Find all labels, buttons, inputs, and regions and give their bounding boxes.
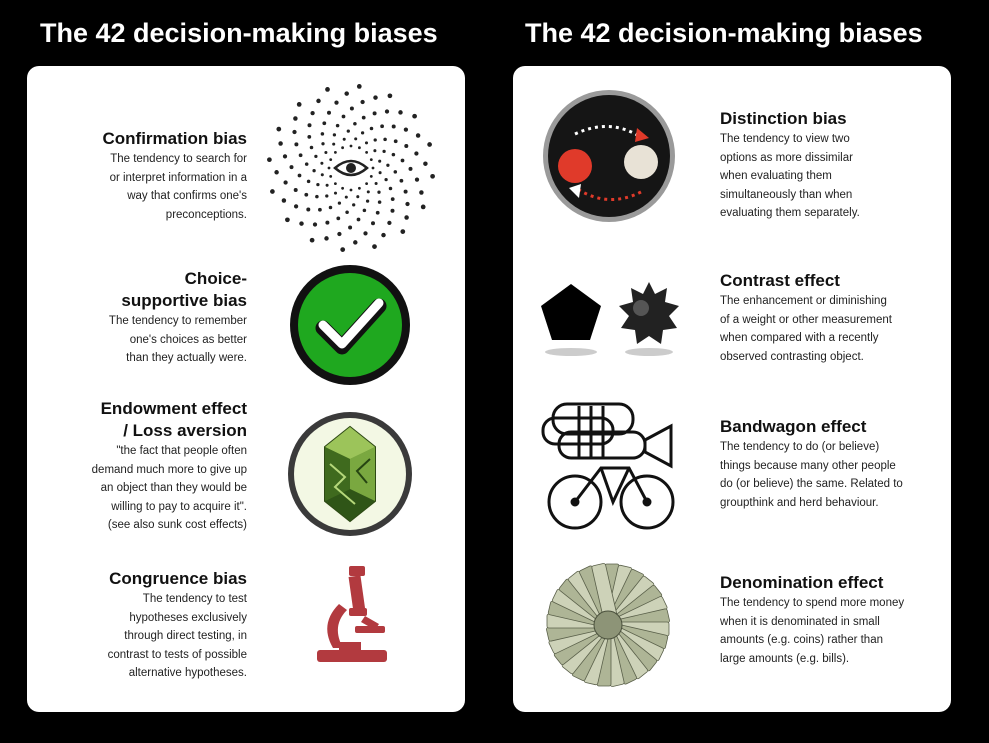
entry-description: The enhancement or diminishing of a weig… <box>720 295 892 363</box>
left-panel-title: The 42 decision-making biases <box>40 18 438 48</box>
bandwagon-effect-entry: Bandwagon effect The tendency to do (or … <box>720 416 945 512</box>
two-circles-swap-icon <box>541 88 677 224</box>
contrast-effect-entry: Contrast effect The enhancement or dimin… <box>720 270 945 366</box>
left-panel: Confirmation bias The tendency to search… <box>27 66 465 712</box>
entry-name: Congruence bias <box>109 569 247 588</box>
entry-name: Choice- supportive bias <box>121 269 247 310</box>
entry-name: Confirmation bias <box>102 129 247 148</box>
endowment-effect-entry: Endowment effect / Loss aversion "the fa… <box>37 398 247 535</box>
entry-name: Distinction bias <box>720 109 847 128</box>
trumpet-bicycle-icon <box>539 396 679 536</box>
entry-name: Contrast effect <box>720 271 840 290</box>
choice-supportive-bias-entry: Choice- supportive bias The tendency to … <box>47 268 247 368</box>
spiral-dots-eye-icon <box>265 82 437 254</box>
banknote-fan-icon <box>543 560 673 690</box>
confirmation-bias-entry: Confirmation bias The tendency to search… <box>47 128 247 224</box>
entry-description: The tendency to view two options as more… <box>720 133 860 219</box>
entry-description: The tendency to search for or interpret … <box>109 153 247 221</box>
entry-description: The tendency to test hypotheses exclusiv… <box>107 593 247 679</box>
denomination-effect-entry: Denomination effect The tendency to spen… <box>720 572 945 668</box>
green-check-icon <box>287 262 413 388</box>
entry-description: "the fact that people often demand much … <box>91 445 247 531</box>
entry-name: Bandwagon effect <box>720 417 867 436</box>
entry-name: Endowment effect / Loss aversion <box>100 399 247 440</box>
entry-name: Denomination effect <box>720 573 884 592</box>
right-panel: Distinction bias The tendency to view tw… <box>513 66 951 712</box>
right-panel-title: The 42 decision-making biases <box>525 18 923 48</box>
congruence-bias-entry: Congruence bias The tendency to test hyp… <box>47 568 247 683</box>
microscope-icon <box>309 564 399 674</box>
pentagon-and-blob-icon <box>537 276 687 366</box>
entry-description: The tendency to do (or believe) things b… <box>720 441 903 509</box>
entry-description: The tendency to spend more money when it… <box>720 597 905 665</box>
green-gem-icon <box>285 409 415 539</box>
distinction-bias-entry: Distinction bias The tendency to view tw… <box>720 108 945 223</box>
entry-description: The tendency to remember one's choices a… <box>108 315 247 364</box>
